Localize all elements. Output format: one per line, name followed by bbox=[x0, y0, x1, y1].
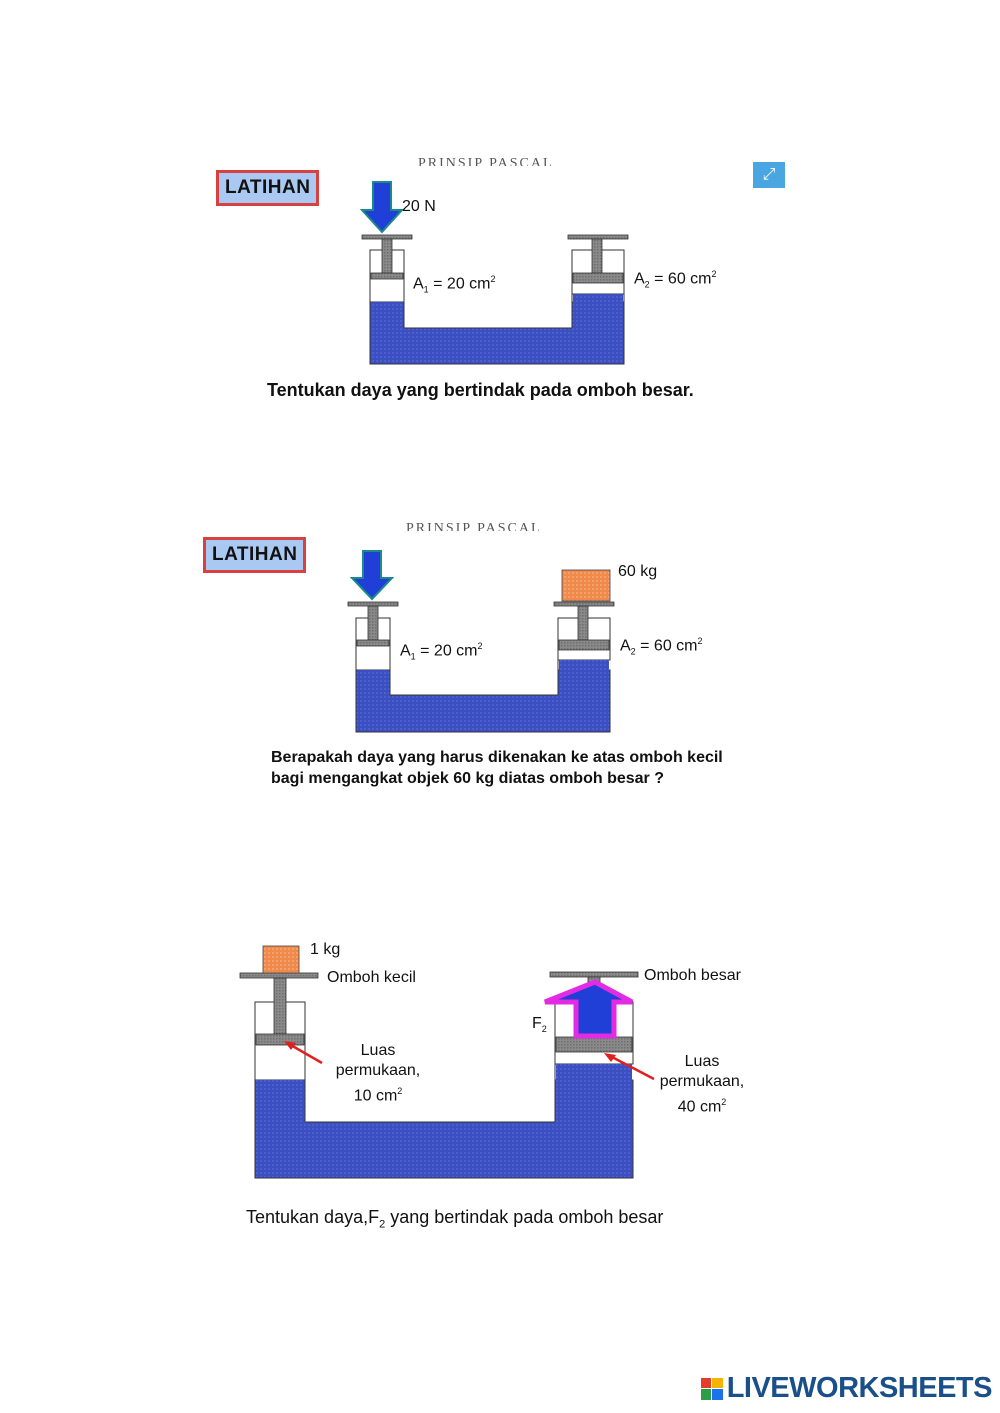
area-a1-label: A1 = 20 cm2 bbox=[413, 274, 496, 295]
liveworksheets-footer[interactable]: LIVEWORKSHEETS bbox=[700, 1372, 993, 1405]
hydraulic-diagram-1 bbox=[361, 234, 629, 365]
area-small-line3: 10 cm2 bbox=[353, 1086, 403, 1105]
pointer-arrow-large bbox=[604, 1053, 655, 1081]
small-piston-label: Omboh kecil bbox=[327, 969, 416, 986]
faint-header-1: PRINSIP PASCAL bbox=[418, 157, 554, 166]
area-a1-label-2: A1 = 20 cm2 bbox=[400, 641, 483, 662]
footer-brand: LIVEWORKSHEETS bbox=[726, 1372, 993, 1404]
question-3: Tentukan daya,F2 yang bertindak pada omb… bbox=[246, 1207, 664, 1231]
area-large-line2: permukaan, bbox=[659, 1073, 745, 1090]
weight-block-60kg bbox=[561, 569, 611, 602]
question-2-line2: bagi mengangkat objek 60 kg diatas omboh… bbox=[271, 770, 664, 787]
force-arrow-2 bbox=[349, 550, 395, 601]
latihan-badge-2: LATIHAN bbox=[203, 537, 307, 573]
question-1: Tentukan daya yang bertindak pada omboh … bbox=[267, 380, 694, 400]
large-piston-label: Omboh besar bbox=[644, 967, 741, 984]
area-large-line3: 40 cm2 bbox=[677, 1097, 727, 1116]
area-small-line1: Luas bbox=[360, 1042, 396, 1059]
question-2-line1: Berapakah daya yang harus dikenakan ke a… bbox=[271, 749, 723, 766]
hydraulic-diagram-3 bbox=[239, 971, 639, 1179]
force-label-20n: 20 N bbox=[402, 198, 436, 215]
area-large-line1: Luas bbox=[684, 1053, 720, 1070]
area-a2-label: A2 = 60 cm2 bbox=[634, 269, 717, 290]
area-a2-label-2: A2 = 60 cm2 bbox=[620, 636, 703, 657]
area-small-line2: permukaan, bbox=[335, 1062, 421, 1079]
pointer-arrow-small bbox=[284, 1041, 323, 1065]
area-large-label: Luas permukaan, 40 cm2 bbox=[652, 1052, 752, 1117]
weight-block-1kg bbox=[262, 945, 300, 974]
faint-header-2: PRINSIP PASCAL bbox=[406, 522, 542, 531]
f2-label: F2 bbox=[532, 1015, 547, 1035]
hydraulic-diagram-2 bbox=[347, 601, 615, 733]
area-small-label: Luas permukaan, 10 cm2 bbox=[328, 1041, 428, 1106]
expand-icon[interactable]: ⤢ bbox=[753, 162, 785, 188]
liveworksheets-logo-icon bbox=[700, 1377, 723, 1400]
mass-label-60kg: 60 kg bbox=[618, 563, 658, 580]
force-arrow-1 bbox=[359, 181, 405, 234]
mass-label-1kg: 1 kg bbox=[310, 941, 341, 958]
force-arrow-f2 bbox=[544, 979, 634, 1039]
latihan-badge-1: LATIHAN bbox=[216, 170, 320, 206]
